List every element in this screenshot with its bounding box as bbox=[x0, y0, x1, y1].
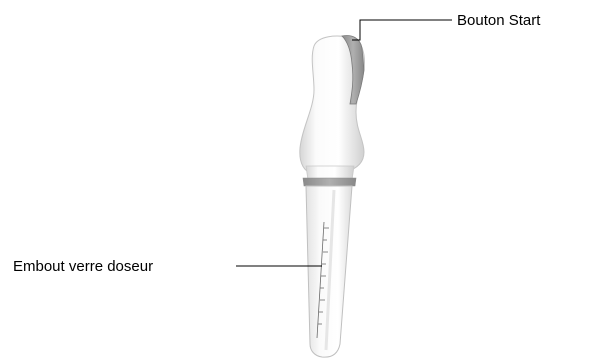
gray-ring bbox=[303, 178, 356, 186]
glass-tip-label: Embout verre doseur bbox=[13, 258, 153, 276]
start-button-label: Bouton Start bbox=[457, 12, 540, 30]
start-leader-line bbox=[352, 20, 452, 40]
